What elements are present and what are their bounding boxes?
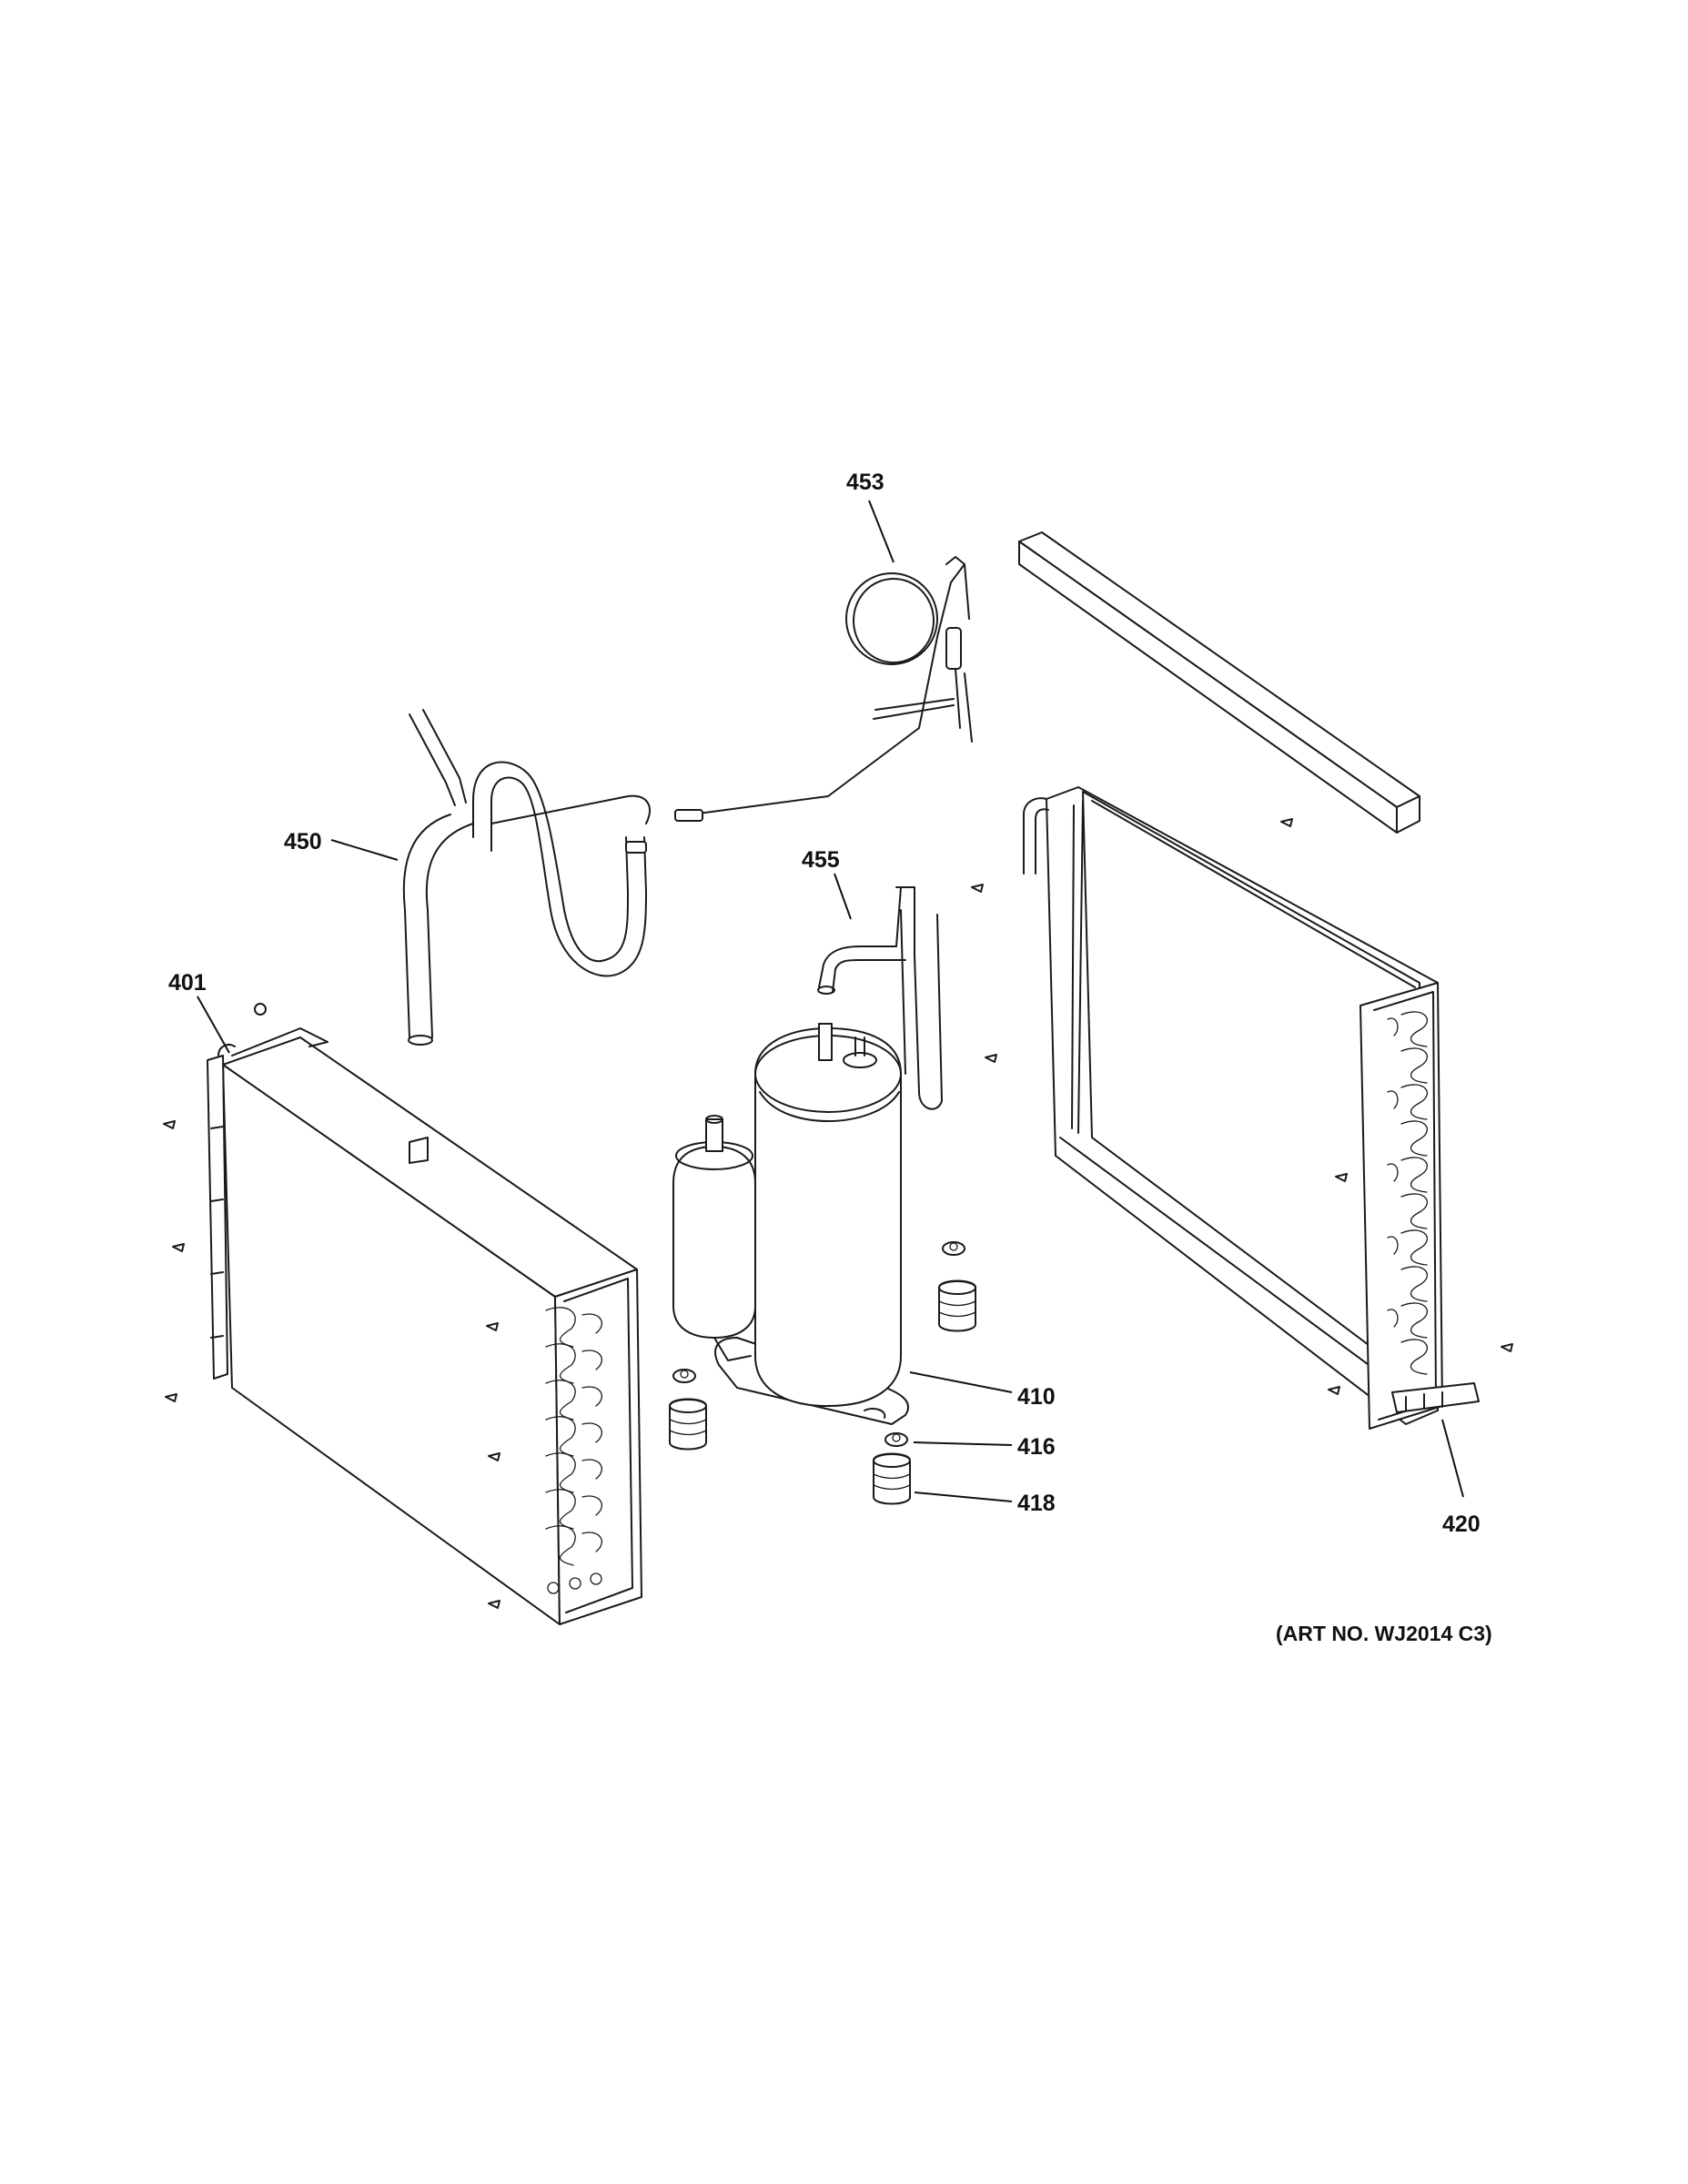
part-401-evaporator-coil[interactable] xyxy=(207,1027,642,1625)
callout-410: 410 xyxy=(1017,1384,1056,1410)
part-453-capillary-sensor[interactable] xyxy=(674,556,973,822)
callout-453: 453 xyxy=(846,470,884,495)
part-420-condenser-coil[interactable] xyxy=(1023,786,1480,1430)
callout-416: 416 xyxy=(1017,1434,1056,1460)
art-number: (ART NO. WJ2014 C3) xyxy=(1276,1622,1492,1645)
callout-455: 455 xyxy=(802,847,840,873)
part-455-suction-tube[interactable] xyxy=(817,886,943,1110)
part-410-compressor[interactable] xyxy=(672,1023,910,1425)
part-416-mounting-nut[interactable] xyxy=(672,1241,965,1447)
evaporator-hairpin-bends xyxy=(545,1307,602,1594)
callout-450: 450 xyxy=(284,829,322,854)
screw-icon xyxy=(163,818,1513,1609)
leader-lines xyxy=(197,500,1464,1502)
condenser-hairpin-bends xyxy=(1387,1011,1429,1375)
part-418-rubber-grommet[interactable] xyxy=(669,1279,976,1505)
callout-418: 418 xyxy=(1017,1491,1056,1516)
callout-420: 420 xyxy=(1442,1512,1481,1537)
callout-401: 401 xyxy=(168,970,207,996)
part-450-discharge-tube[interactable] xyxy=(402,709,651,1046)
foam-seal-strip xyxy=(1018,531,1420,834)
